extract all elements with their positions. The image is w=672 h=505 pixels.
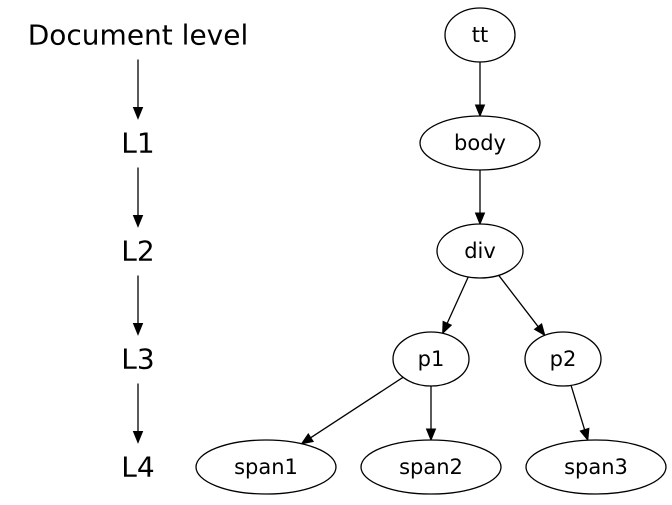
node-span1-label: span1: [234, 455, 298, 479]
node-p1-label: p1: [418, 347, 445, 371]
node-p2-label: p2: [550, 347, 577, 371]
level-edge-l2-to-l3-arrowhead: [132, 323, 144, 336]
node-p1: p1: [392, 331, 470, 387]
edge-p1-to-span1-arrowhead: [300, 433, 315, 445]
level-label-l4: L4: [121, 451, 154, 484]
edge-body-to-div-arrowhead: [474, 212, 486, 226]
node-tt-label: tt: [472, 23, 488, 47]
edge-tt-to-body-arrowhead: [474, 104, 486, 118]
node-div-shape: [436, 223, 524, 279]
node-span2-label: span2: [399, 455, 463, 479]
node-span1-shape: [195, 439, 337, 495]
edge-div-to-p2-line: [498, 274, 539, 327]
level-label-l2: L2: [121, 235, 154, 268]
level-label-l3: L3: [121, 343, 154, 376]
node-div-label: div: [464, 239, 496, 263]
node-span2-shape: [360, 439, 502, 495]
level-edge-l1-to-l2-arrowhead: [132, 215, 144, 228]
node-p2: p2: [524, 331, 602, 387]
tree-nodes: tt body div p1 p2 span1 span2 span3: [195, 7, 667, 495]
level-label-document: Document level: [28, 19, 249, 52]
node-tt: tt: [444, 7, 516, 63]
edge-p1-to-span1-line: [310, 376, 404, 439]
edge-p2-to-span3-arrowhead: [579, 427, 590, 442]
node-span2: span2: [360, 439, 502, 495]
node-span3-shape: [525, 439, 667, 495]
edge-div-to-p1-line: [446, 276, 469, 324]
level-edge-document-to-l1-arrowhead: [132, 107, 144, 120]
node-body-label: body: [454, 131, 506, 155]
node-p2-shape: [524, 331, 602, 387]
edge-div-to-p1-arrowhead: [442, 320, 453, 335]
edge-p1-to-span2-arrowhead: [425, 428, 437, 442]
node-span1: span1: [195, 439, 337, 495]
edge-p2-to-span3-line: [570, 385, 586, 430]
level-edge-l3-to-l4-arrowhead: [132, 431, 144, 444]
level-label-l1: L1: [121, 127, 154, 160]
node-tt-shape: [444, 7, 516, 63]
edge-div-to-p2-arrowhead: [533, 322, 546, 337]
edges-layer: [132, 59, 590, 445]
node-span3: span3: [525, 439, 667, 495]
node-body: body: [419, 115, 541, 171]
node-p1-shape: [392, 331, 470, 387]
node-div: div: [436, 223, 524, 279]
level-column: Document level L1 L2 L3 L4: [28, 19, 249, 484]
node-span3-label: span3: [564, 455, 628, 479]
node-body-shape: [419, 115, 541, 171]
